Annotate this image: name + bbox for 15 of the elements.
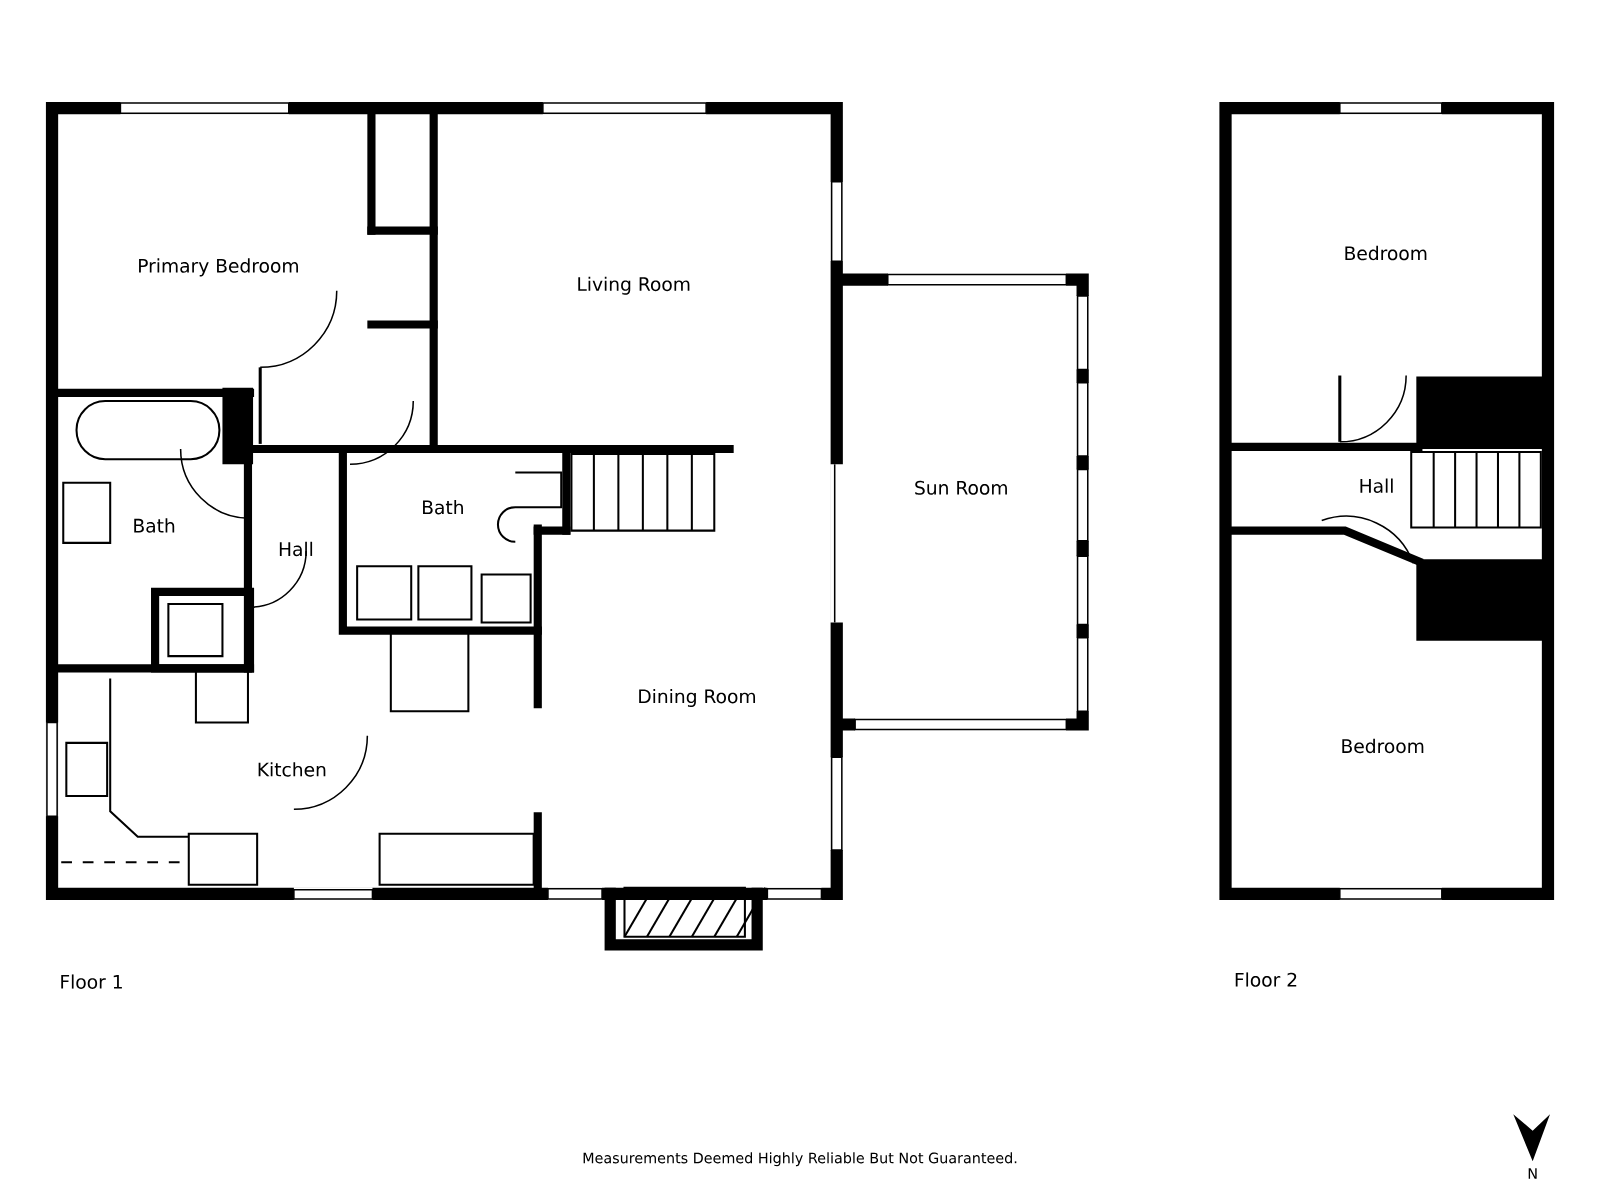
compass-letter: N (1528, 1168, 1537, 1179)
room-label: Hall (279, 541, 313, 557)
room-label: Hall (1360, 478, 1393, 493)
room-label: Bath (423, 499, 463, 515)
room-label: Living Room (578, 276, 690, 295)
room-label: Sun Room (915, 480, 1007, 495)
room-label: Dining Room (639, 688, 755, 707)
floor-label: Floor 1 (61, 974, 122, 989)
room-label: Primary Bedroom (139, 258, 298, 277)
disclaimer-note: Measurements Deemed Highly Reliable But Not Guaranteed. (583, 1152, 1017, 1167)
room-label: Kitchen (258, 762, 326, 777)
room-label: Bedroom (1345, 245, 1427, 261)
room-label: Bath (134, 518, 175, 533)
room-label: Bedroom (1342, 738, 1424, 754)
floor-label: Floor 2 (1235, 972, 1297, 987)
